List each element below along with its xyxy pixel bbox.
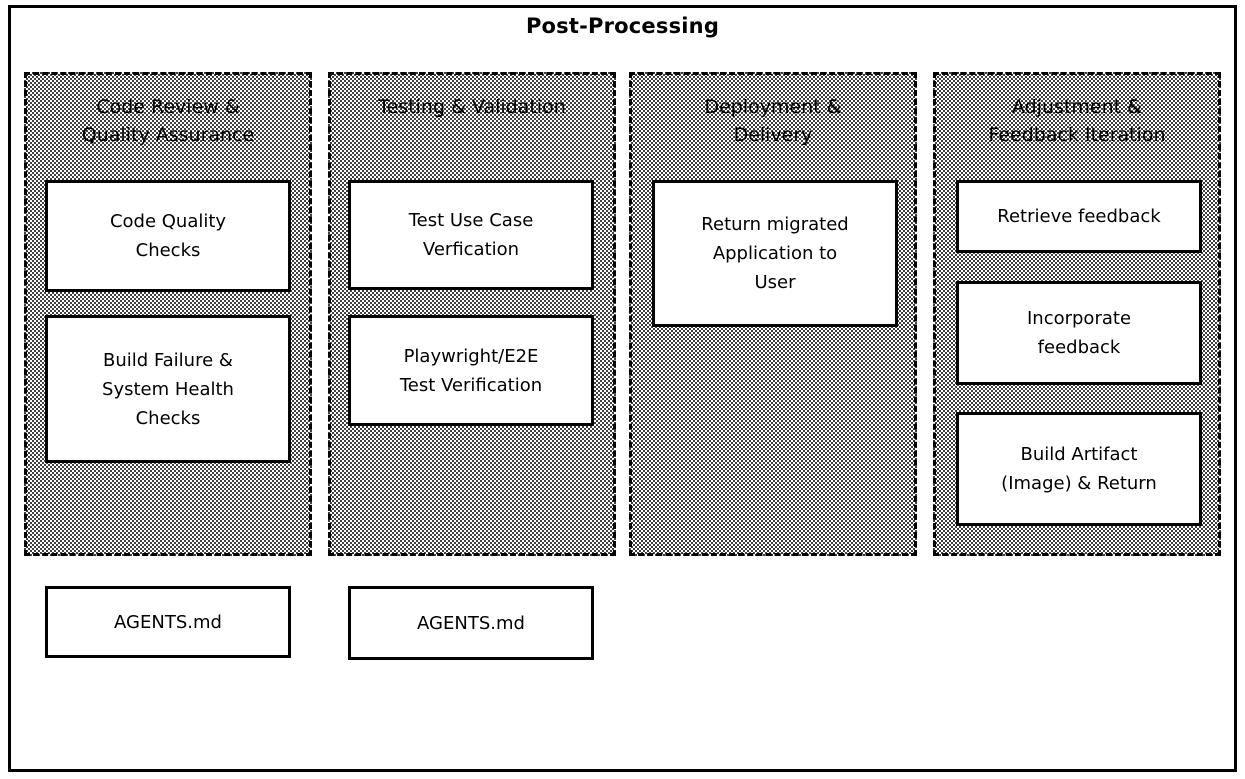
group-title-deployment-delivery: Deployment & Delivery	[704, 96, 842, 146]
box-incorporate-feedback[interactable]: Incorporate feedback	[956, 281, 1202, 385]
group-code-review-quality-assurance: Code Review & Quality Assurance	[24, 72, 312, 556]
box-retrieve-feedback[interactable]: Retrieve feedback	[956, 180, 1202, 253]
box-playwright-e2e-test-verification[interactable]: Playwright/E2E Test Verification	[348, 315, 594, 426]
box-agents-md-1[interactable]: AGENTS.md	[45, 586, 291, 658]
box-test-use-case-verfication[interactable]: Test Use Case Verfication	[348, 180, 594, 290]
group-title-code-review-quality-assurance: Code Review & Quality Assurance	[81, 96, 255, 146]
group-title-adjustment-feedback-iteration: Adjustment & Feedback Iteration	[988, 96, 1166, 146]
box-build-failure-system-health-checks[interactable]: Build Failure & System Health Checks	[45, 315, 291, 463]
group-title-testing-validation: Testing & Validation	[378, 96, 566, 118]
box-build-artifact-image-return[interactable]: Build Artifact (Image) & Return	[956, 412, 1202, 526]
box-code-quality-checks[interactable]: Code Quality Checks	[45, 180, 291, 292]
box-agents-md-2[interactable]: AGENTS.md	[348, 586, 594, 660]
page-title: Post-Processing	[525, 14, 720, 38]
box-return-migrated-application-to-user[interactable]: Return migrated Application to User	[652, 180, 898, 327]
group-testing-validation: Testing & Validation	[328, 72, 616, 556]
